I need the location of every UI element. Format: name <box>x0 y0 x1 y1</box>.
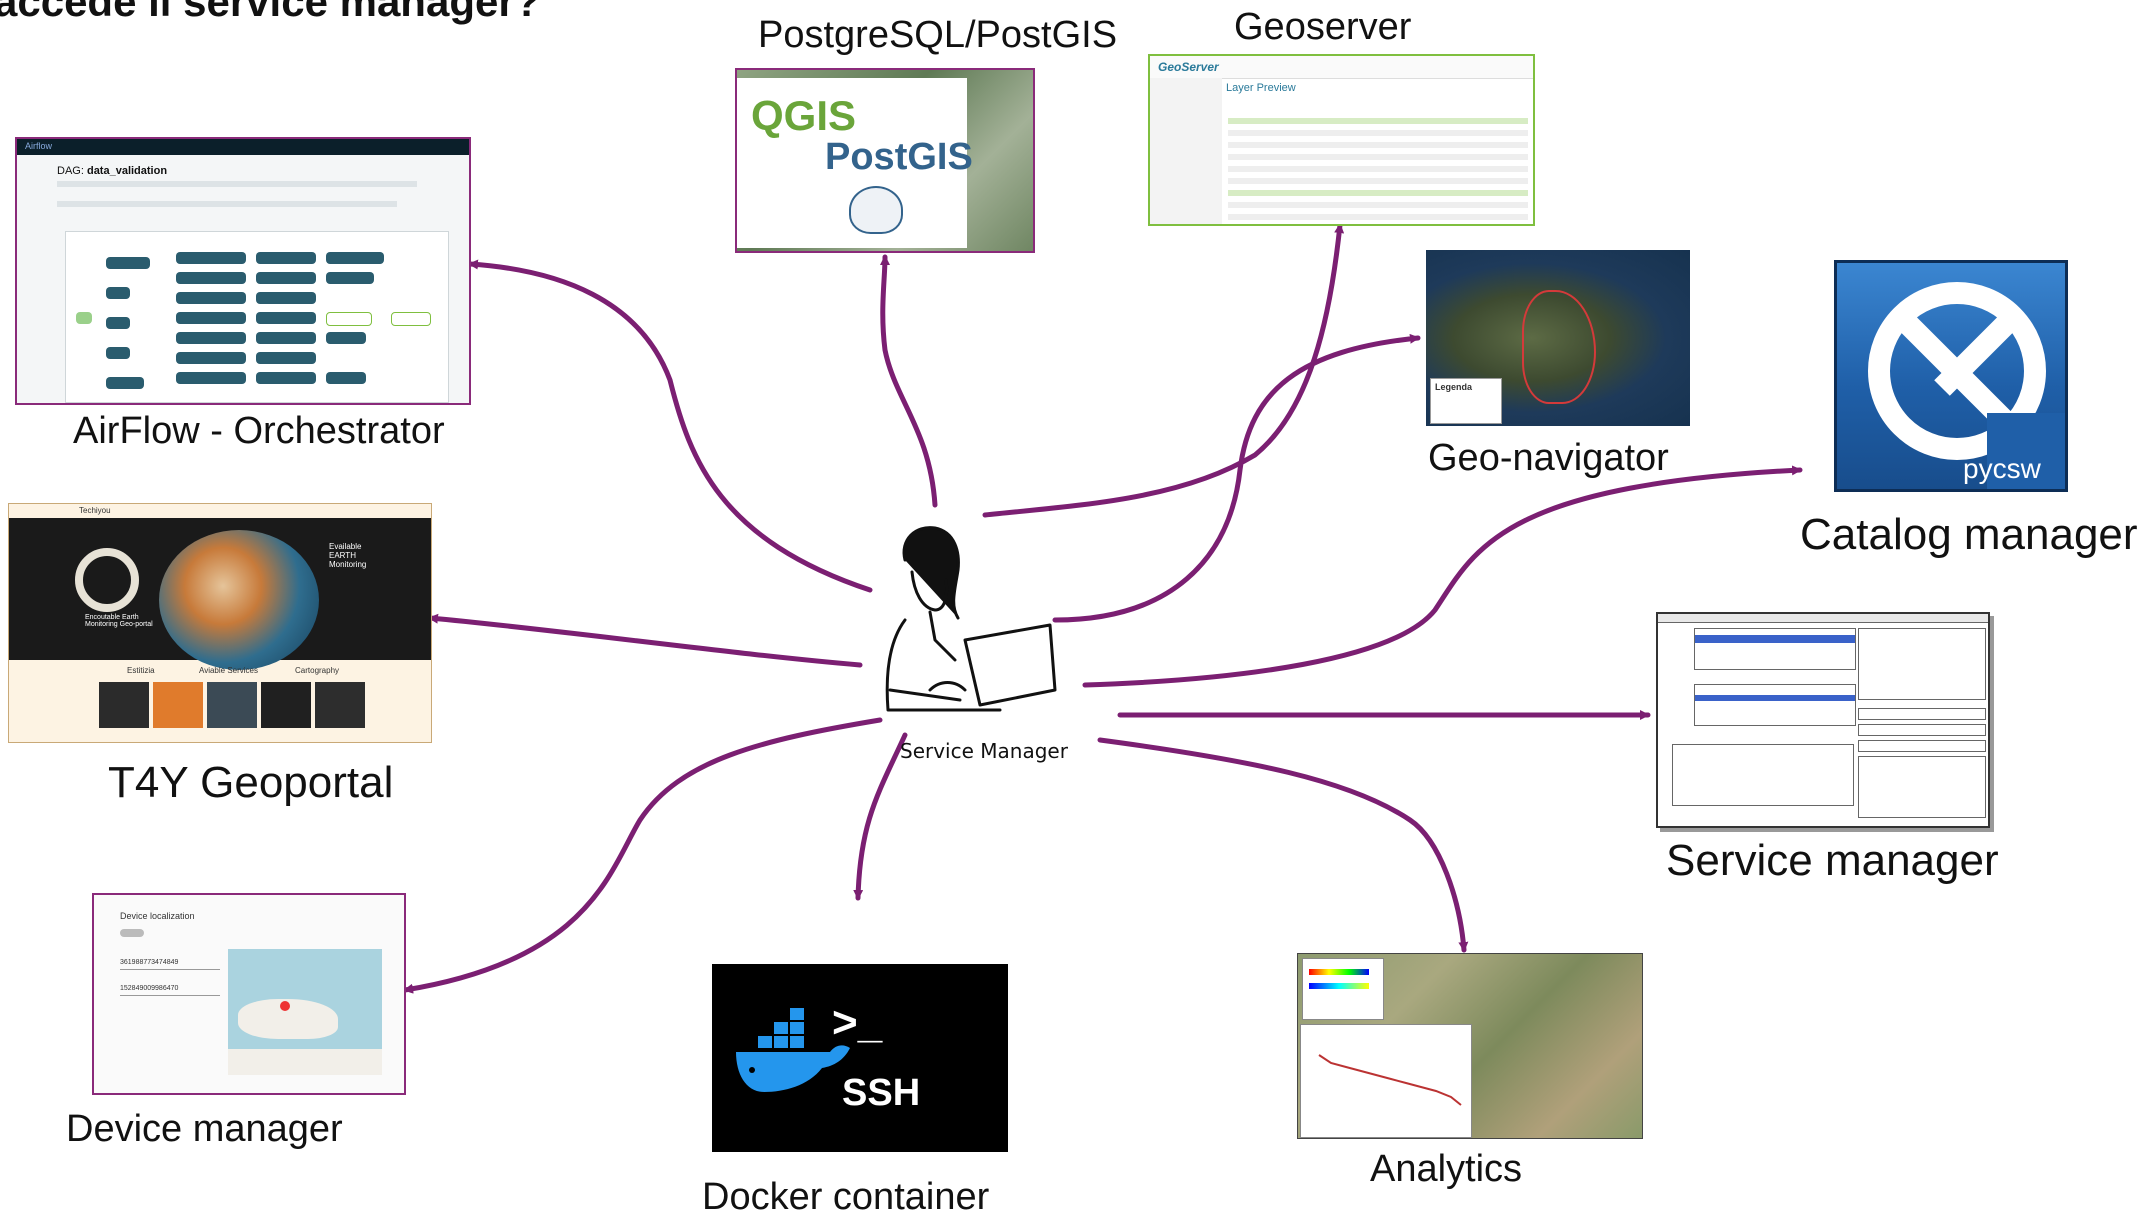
map-pin-icon <box>280 1001 290 1011</box>
arrow-device <box>402 717 883 994</box>
pycsw-logo[interactable]: pycsw <box>1834 260 2068 492</box>
catalog-label: Catalog manager <box>1800 510 2138 559</box>
geonav-legend: Legenda <box>1430 378 1502 424</box>
geonav-label: Geo-navigator <box>1428 437 1669 479</box>
page-title: accede il service manager? <box>0 0 541 25</box>
service-manager-center-label: Service Manager <box>900 739 1068 763</box>
arrow-docker <box>853 732 908 901</box>
t4y-geoportal-screenshot[interactable]: Techiyou Evailable EARTH Monitoring Enco… <box>8 503 432 743</box>
pycsw-logo-text: pycsw <box>1963 453 2041 484</box>
device-label: Device manager <box>66 1108 343 1150</box>
postgis-logo-text: PostGIS <box>825 136 973 178</box>
postgres-label: PostgreSQL/PostGIS <box>758 14 1118 56</box>
t4y-tab-1[interactable]: Estitizia <box>127 666 155 675</box>
arrow-postgres <box>879 254 938 508</box>
arrow-airflow <box>467 259 873 593</box>
device-toggle[interactable] <box>120 929 144 937</box>
airflow-dag-title: DAG: data_validation <box>57 165 168 177</box>
arrow-t4y <box>427 613 863 668</box>
docker-whale-icon <box>736 1008 850 1092</box>
arrow-geoserver <box>982 222 1345 518</box>
device-field-2[interactable]: 152849009986470 <box>120 985 179 992</box>
geoserver-logo: GeoServer <box>1158 60 1219 74</box>
globe-icon <box>1868 282 2065 489</box>
airflow-screenshot[interactable]: Airflow DAG: data_validation <box>15 137 471 405</box>
airflow-navbar: Airflow <box>17 139 469 155</box>
device-map[interactable] <box>228 949 382 1075</box>
t4y-tab-2[interactable]: Aviable Services <box>199 666 258 675</box>
airflow-label: AirFlow - Orchestrator <box>73 410 445 452</box>
service-manager-screenshot[interactable] <box>1656 612 1990 828</box>
arrow-analytics <box>1097 737 1469 953</box>
device-field-1[interactable]: 361988773474849 <box>120 959 179 966</box>
geoserver-screenshot[interactable]: GeoServer Layer Preview <box>1148 54 1535 226</box>
terminal-prompt-icon: >_ <box>832 998 883 1047</box>
t4y-tab-3[interactable]: Cartography <box>295 666 340 675</box>
t4y-label: T4Y Geoportal <box>108 758 394 807</box>
postgis-logo-card: QGIS PostGIS <box>737 78 973 248</box>
arrow-catalog <box>1082 465 1803 688</box>
postgres-screenshot[interactable]: QGIS PostGIS <box>735 68 1035 253</box>
analytics-label: Analytics <box>1370 1148 1523 1190</box>
airflow-graph <box>65 231 449 403</box>
geoserver-label: Geoserver <box>1234 6 1412 48</box>
analytics-screenshot[interactable] <box>1297 953 1643 1139</box>
elephant-icon <box>849 186 903 234</box>
t4y-brand: Techiyou <box>79 506 111 515</box>
t4y-hero-text: Evailable EARTH Monitoring <box>329 542 367 569</box>
docker-label: Docker container <box>702 1176 990 1218</box>
device-manager-screenshot[interactable]: Device localization 361988773474849 1528… <box>92 893 406 1095</box>
t4y-hero-sub: Encoutable Earth Monitoring Geo-portal <box>85 614 153 628</box>
arrow-geonav <box>1052 333 1421 623</box>
layer-preview-title: Layer Preview <box>1226 82 1296 94</box>
docker-ssh-image[interactable]: >_ SSH <box>712 964 1008 1152</box>
device-panel-title: Device localization <box>120 911 195 921</box>
service-label: Service manager <box>1666 836 1999 885</box>
qgis-logo-text: QGIS <box>751 92 857 139</box>
analytics-line-chart <box>1318 1054 1462 1106</box>
geonav-screenshot[interactable]: Legenda <box>1426 250 1690 426</box>
ssh-text: SSH <box>842 1072 921 1114</box>
earth-globe-illustration <box>159 530 319 670</box>
airflow-logo: Airflow <box>25 141 53 151</box>
